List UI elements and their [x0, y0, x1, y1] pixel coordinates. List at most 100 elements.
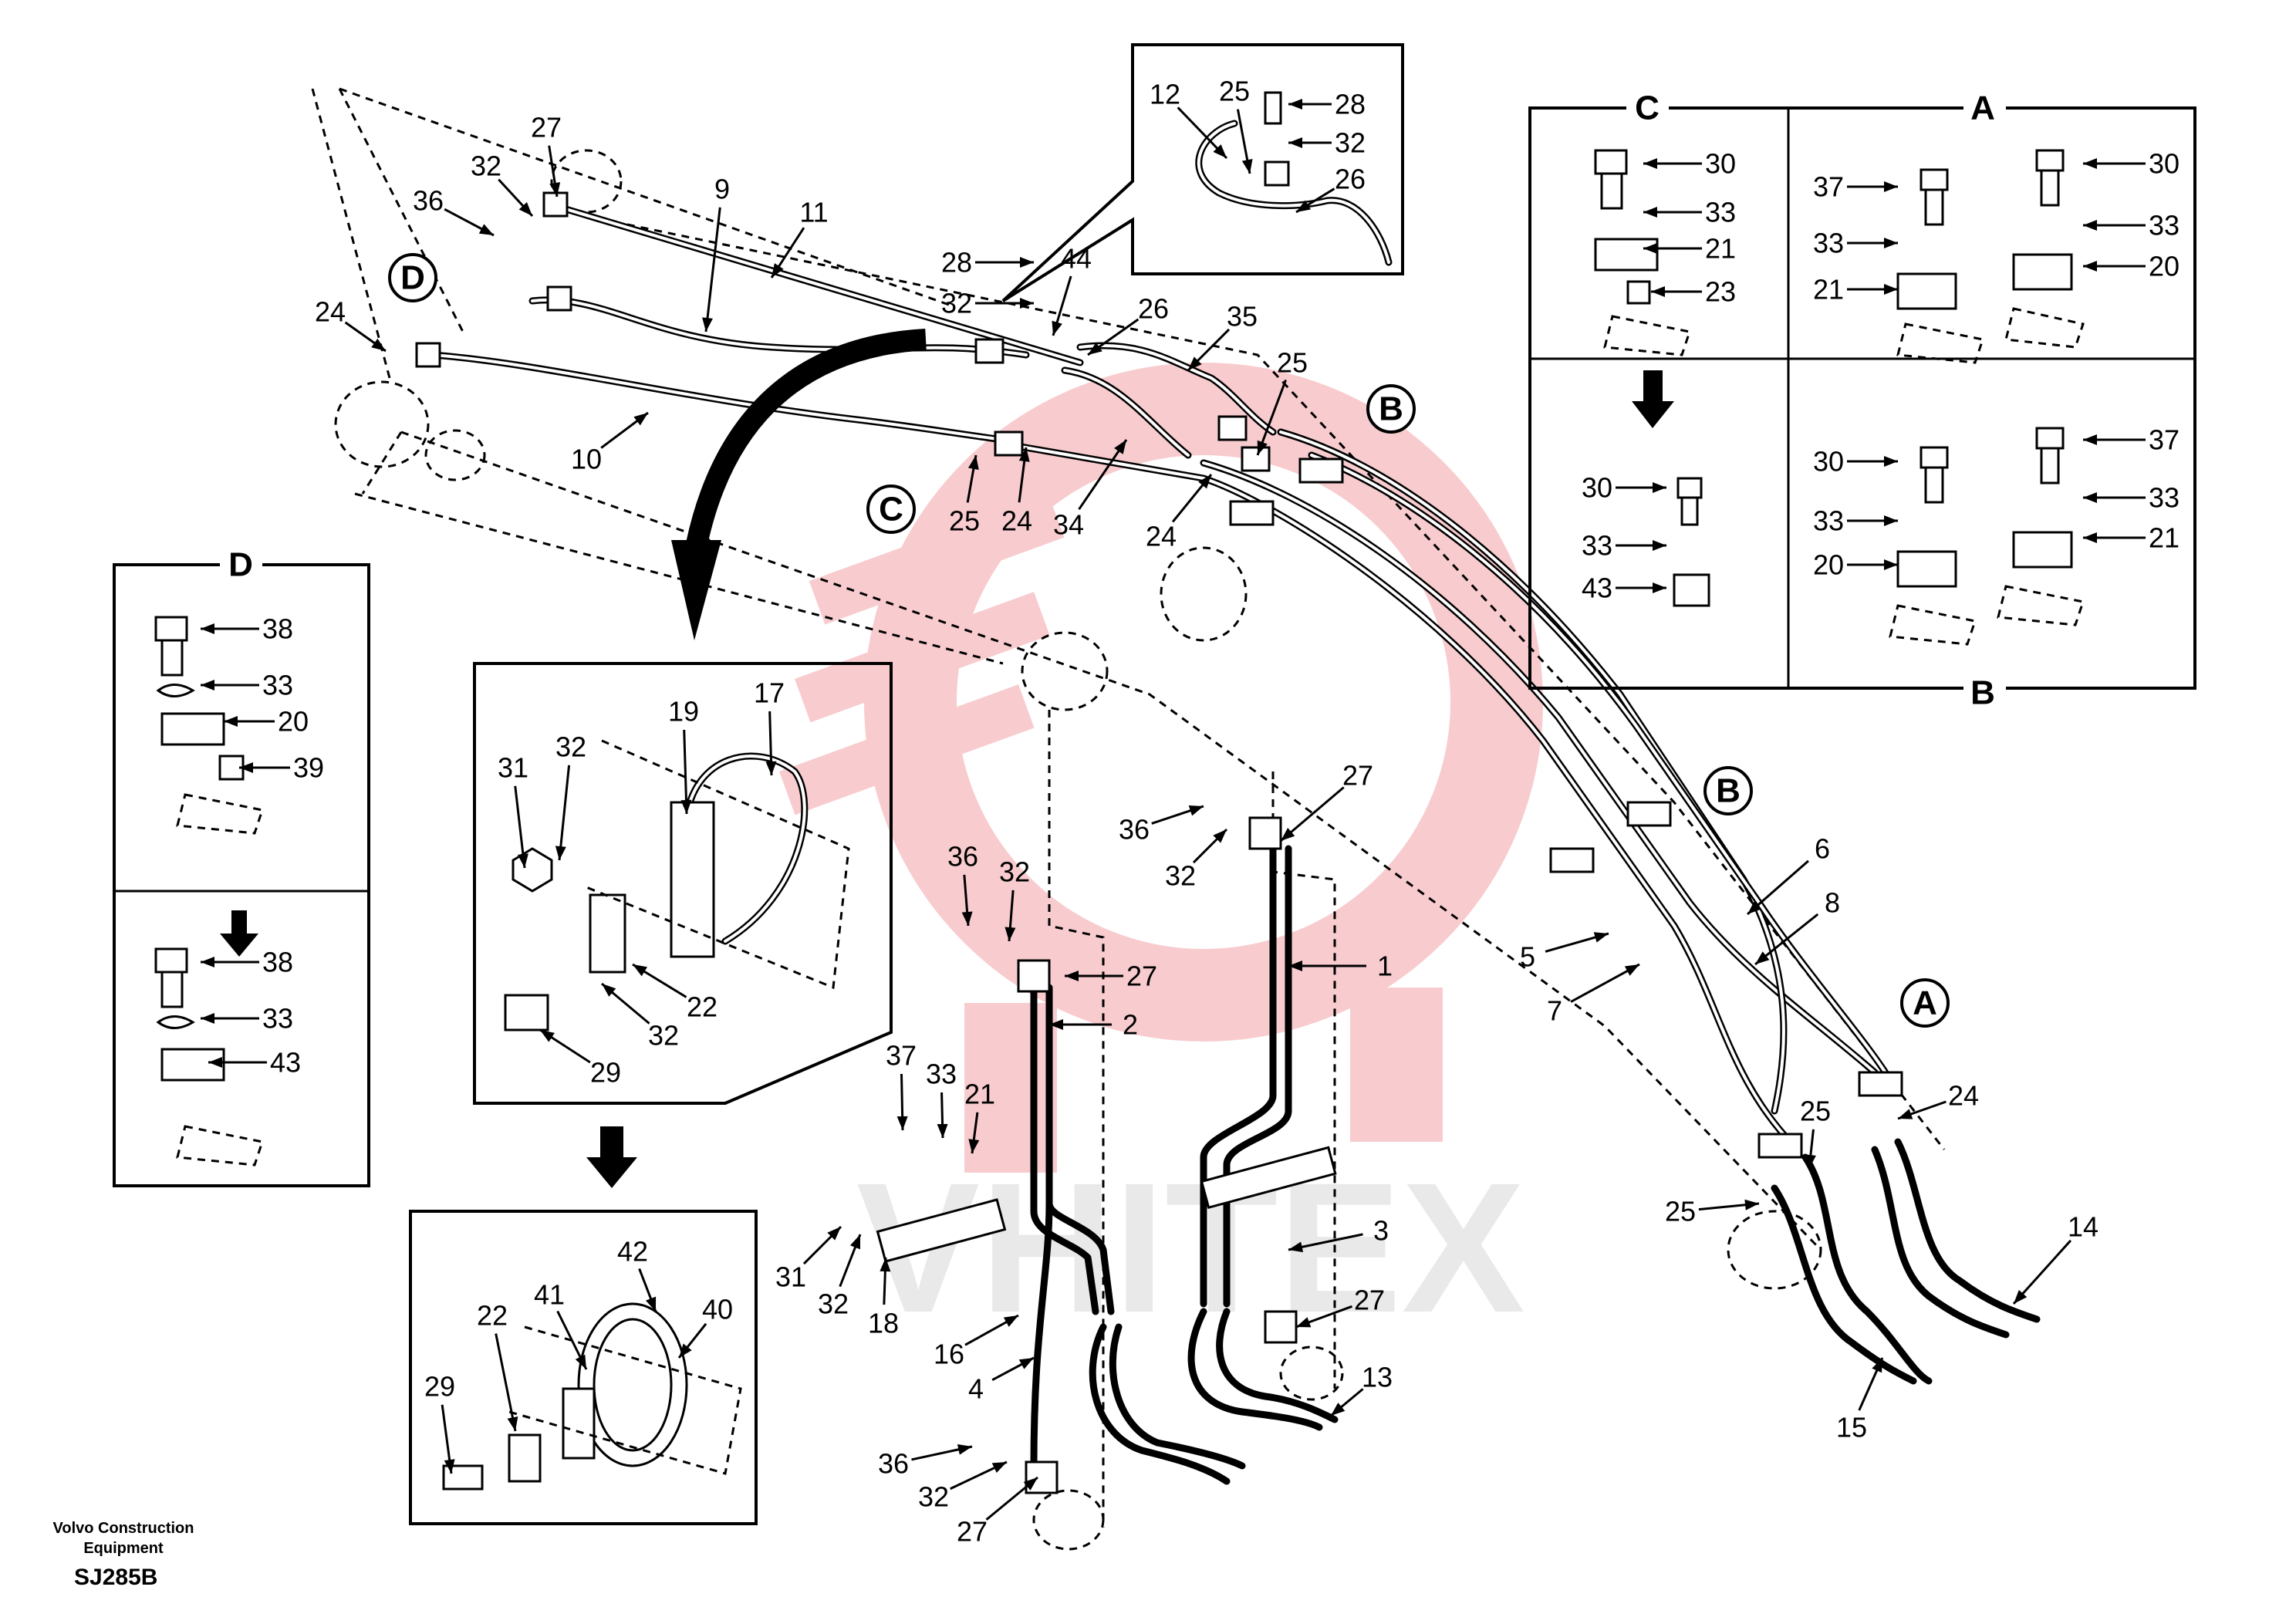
marker-circle	[1366, 384, 1416, 434]
leader-arrowhead	[1257, 440, 1268, 455]
callout-c4: 4	[968, 1356, 1035, 1405]
callout-c21d: 21	[2083, 522, 2180, 554]
section-marker-mB2: B	[1703, 766, 1753, 815]
leader-arrowhead	[679, 1343, 692, 1358]
leader-arrowhead	[507, 1416, 518, 1431]
callout-number: 43	[270, 1047, 301, 1079]
leader-arrowhead	[961, 911, 973, 926]
callout-number: 15	[1836, 1412, 1867, 1443]
leader-line	[2012, 1239, 2072, 1305]
callout-number: 32	[1335, 127, 1366, 159]
leader-line	[558, 765, 571, 861]
callout-c25b: 25	[1256, 347, 1308, 456]
callout-c37a: 37	[886, 1040, 917, 1131]
callout-number: 32	[818, 1288, 849, 1320]
callout-c33i: 33	[2083, 482, 2180, 514]
callout-c32b: 32	[941, 288, 1034, 319]
callout-number: 29	[424, 1371, 455, 1403]
marker-circle	[1703, 766, 1753, 815]
leader-arrowhead	[201, 1013, 214, 1024]
callout-number: 23	[1705, 276, 1736, 308]
leader-arrowhead	[849, 1234, 860, 1250]
leader-arrowhead	[1049, 1019, 1063, 1030]
leader-arrowhead	[1884, 238, 1898, 248]
leader-arrowhead	[2083, 158, 2097, 169]
leader-arrowhead	[1805, 1154, 1816, 1169]
callout-c24d: 24	[1897, 1080, 1979, 1120]
leader-arrowhead	[1653, 482, 1666, 493]
callout-number: 24	[315, 296, 346, 328]
callout-number: 7	[1547, 995, 1562, 1027]
leader-arrowhead	[1288, 99, 1302, 110]
leader-arrowhead	[201, 680, 214, 690]
callout-number: 43	[1582, 572, 1612, 604]
callout-number: 19	[668, 696, 699, 728]
leader-arrowhead	[201, 623, 214, 634]
leader-arrowhead	[1747, 900, 1762, 914]
callout-c32d: 32	[555, 731, 586, 861]
inset-detail-12	[1001, 43, 1404, 302]
callout-c18: 18	[868, 1257, 899, 1339]
callout-c19: 19	[668, 696, 699, 815]
callout-c33g: 33	[2083, 210, 2180, 241]
callout-number: 30	[1813, 446, 1844, 478]
callout-number: 29	[590, 1057, 621, 1089]
leader-arrowhead	[633, 964, 648, 977]
callout-number: 9	[714, 174, 730, 205]
callout-number: 25	[949, 505, 980, 537]
leader-arrowhead	[517, 853, 528, 868]
leader-arrowhead	[880, 1258, 891, 1272]
leader-arrowhead	[1884, 456, 1898, 467]
callout-number: 6	[1815, 833, 1830, 865]
callout-c32e: 32	[601, 982, 679, 1052]
leader-arrowhead	[1653, 582, 1666, 593]
callout-number: 33	[1813, 505, 1844, 537]
callout-c21b: 21	[1643, 233, 1736, 265]
callout-c43a: 43	[208, 1047, 301, 1079]
callout-number: 14	[2068, 1211, 2098, 1243]
callout-c17: 17	[754, 677, 785, 776]
callout-c29a: 29	[539, 1028, 621, 1089]
leader-arrowhead	[1331, 1403, 1346, 1416]
callout-number: 27	[1354, 1285, 1385, 1316]
callout-c32c: 32	[1288, 127, 1366, 159]
leader-arrowhead	[555, 846, 566, 860]
callout-number: 8	[1825, 887, 1840, 919]
leader-arrowhead	[1643, 158, 1657, 169]
leader-arrowhead	[1643, 207, 1657, 218]
callout-number: 20	[278, 706, 309, 738]
callout-number: 20	[1813, 549, 1844, 581]
callout-c32i: 32	[918, 1460, 1008, 1513]
section-marker-mD: D	[388, 253, 437, 302]
callout-c7: 7	[1547, 963, 1640, 1027]
leader-arrowhead	[702, 317, 713, 332]
leader-arrowhead	[540, 1030, 555, 1042]
leader-arrowhead	[1188, 805, 1204, 816]
callout-number: 22	[687, 991, 718, 1023]
leader-arrowhead	[1288, 137, 1302, 148]
watermark-text: VHITEX	[856, 1144, 1525, 1351]
leader-arrowhead	[1065, 971, 1079, 981]
callout-number: 30	[1705, 148, 1736, 180]
leader-arrowhead	[1884, 284, 1898, 295]
leader-arrowhead	[967, 455, 979, 470]
callout-number: 32	[555, 731, 586, 763]
leader-arrowhead	[1020, 298, 1034, 309]
callout-c5: 5	[1520, 932, 1609, 973]
callout-c33e: 33	[1582, 530, 1666, 562]
callout-c27a: 27	[531, 112, 562, 198]
callout-number: 31	[498, 752, 528, 784]
callout-number: 32	[918, 1481, 949, 1513]
leader-arrowhead	[1198, 474, 1211, 489]
leader-arrowhead	[1018, 1358, 1034, 1369]
leader-arrowhead	[518, 202, 532, 216]
callout-c29b: 29	[424, 1371, 455, 1474]
marker-letter: B	[1716, 772, 1741, 810]
callout-c39: 39	[239, 752, 324, 784]
callout-c20c: 20	[1813, 549, 1898, 581]
callout-c32g: 32	[999, 856, 1030, 942]
callout-c34: 34	[1053, 439, 1128, 541]
leader-line	[495, 1333, 517, 1432]
callout-c9: 9	[702, 174, 730, 333]
